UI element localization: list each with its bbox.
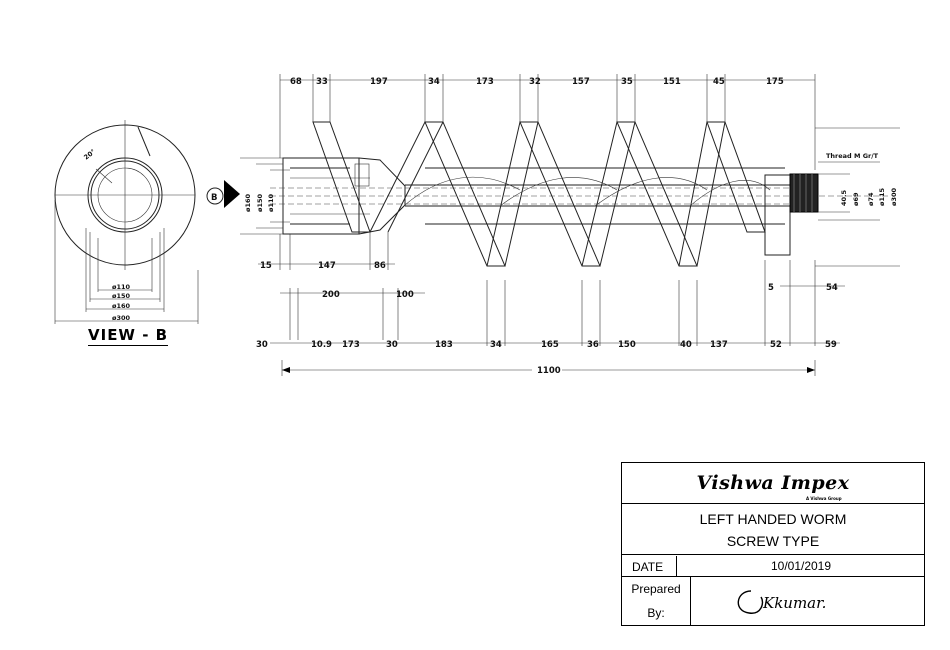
dim-top-9: 151 [663, 77, 681, 87]
svg-text:30: 30 [386, 340, 398, 350]
svg-text:10.9: 10.9 [311, 340, 332, 350]
svg-text:200: 200 [322, 290, 340, 300]
left-diameters: ø160 ø150 ø110 [240, 157, 290, 235]
overall-length: 1100 [281, 360, 816, 376]
svg-text:5: 5 [768, 283, 774, 293]
svg-text:100: 100 [396, 290, 414, 300]
svg-text:ø74: ø74 [867, 192, 875, 206]
svg-text:137: 137 [710, 340, 728, 350]
svg-text:165: 165 [541, 340, 559, 350]
view-b-angle: 20° [82, 148, 97, 162]
date-row: DATE 10/01/2019 [622, 556, 924, 577]
dim-top-10: 45 [713, 77, 725, 87]
view-b-label: VIEW - B [88, 326, 169, 346]
svg-text:ø115: ø115 [878, 187, 886, 206]
svg-text:183: 183 [435, 340, 453, 350]
dim-top-5: 173 [476, 77, 494, 87]
signature-text: Kkumar. [762, 594, 826, 612]
svg-text:30: 30 [256, 340, 268, 350]
company-name: Vishwa Impex A Vishwa Group [696, 472, 850, 501]
dim-top-4: 34 [428, 77, 440, 87]
svg-text:ø300: ø300 [890, 187, 898, 206]
view-b: 20° ø110 ø150 ø160 ø300 [54, 120, 199, 324]
dim-top-3: 197 [370, 77, 388, 87]
view-b-dia-300: ø300 [112, 314, 131, 322]
svg-text:36: 36 [587, 340, 599, 350]
prepared-by-label: Prepared By: [622, 577, 691, 625]
svg-text:59: 59 [825, 340, 837, 350]
title-block: Vishwa Impex A Vishwa Group LEFT HANDED … [621, 462, 925, 626]
svg-text:40: 40 [680, 340, 692, 350]
right-dimensions: 5 54 Thread M Gr/T 40.5 ø69 ø74 ø115 ø30… [768, 127, 900, 293]
drawing-title-line2: SCREW TYPE [726, 533, 820, 549]
dim-top-2: 33 [316, 77, 328, 87]
svg-text:52: 52 [770, 340, 782, 350]
date-value: 10/01/2019 [770, 559, 832, 573]
dim-top-6: 32 [529, 77, 541, 87]
company-logo: Vishwa Impex A Vishwa Group [622, 463, 924, 504]
bottom-dimensions-row1: 15 147 86 [258, 232, 395, 271]
svg-text:ø150: ø150 [256, 193, 264, 212]
view-b-dia-150: ø150 [112, 292, 131, 300]
drawing-title: LEFT HANDED WORM SCREW TYPE [622, 504, 924, 555]
dim-top-11: 175 [766, 77, 784, 87]
drawing-title-line1: LEFT HANDED WORM [699, 511, 847, 527]
svg-text:34: 34 [490, 340, 502, 350]
svg-text:1100: 1100 [537, 366, 561, 376]
bottom-dimensions-row2: 200 100 [280, 288, 425, 340]
signature: Kkumar. [691, 577, 924, 625]
date-label: DATE [622, 556, 677, 576]
svg-text:173: 173 [342, 340, 360, 350]
svg-text:ø69: ø69 [852, 192, 860, 206]
svg-text:147: 147 [318, 261, 336, 271]
view-b-dia-160: ø160 [112, 302, 131, 310]
svg-text:86: 86 [374, 261, 386, 271]
svg-text:40.5: 40.5 [840, 189, 848, 206]
svg-text:ø160: ø160 [244, 193, 252, 212]
svg-text:ø110: ø110 [267, 193, 275, 212]
view-b-dia-110: ø110 [112, 283, 131, 291]
top-dimensions: 68 33 197 34 173 32 157 35 151 45 175 [279, 74, 816, 170]
bottom-dimensions-row3: 30 10.9 173 30 183 34 165 36 150 40 137 … [256, 260, 840, 350]
section-marker-b: B [206, 180, 240, 208]
company-subtitle: A Vishwa Group [805, 496, 842, 501]
svg-text:15: 15 [260, 261, 272, 271]
dim-top-1: 68 [290, 77, 302, 87]
svg-text:150: 150 [618, 340, 636, 350]
screw-side-view [270, 121, 890, 267]
thread-note: Thread M Gr/T [826, 152, 879, 160]
svg-text:B: B [211, 193, 217, 203]
dim-top-7: 157 [572, 77, 590, 87]
svg-text:54: 54 [826, 283, 838, 293]
dim-top-8: 35 [621, 77, 633, 87]
